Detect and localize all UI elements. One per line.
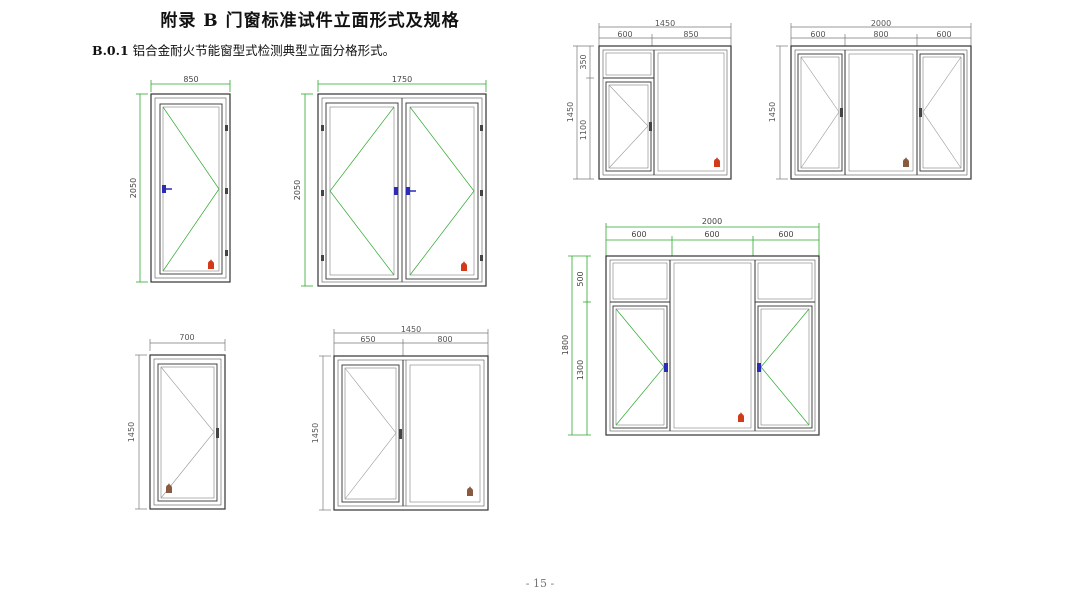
door-single-drawing: 850 2050 xyxy=(129,75,231,283)
window-large-middle-label: 600 xyxy=(704,230,719,239)
door-double-height-label: 2050 xyxy=(293,180,302,200)
section-text: 铝合金耐火节能窗型式检测典型立面分格形式。 xyxy=(132,43,396,58)
window-large-drawing: 2000 600 600 600 500 1300 1800 xyxy=(561,217,820,436)
window-transom-total-label: 1450 xyxy=(655,19,675,28)
window-large-right-label: 600 xyxy=(778,230,793,239)
window-single-drawing: 700 1450 xyxy=(127,333,226,510)
fire-icon xyxy=(738,412,744,422)
window-three-pane-drawing: 2000 600 800 600 1450 xyxy=(768,19,972,180)
window-large-height-label: 1800 xyxy=(561,335,570,355)
fire-icon xyxy=(166,483,172,493)
fire-icon xyxy=(467,486,473,496)
window-two-pane-right-label: 800 xyxy=(437,335,452,344)
window-three-pane-right-label: 600 xyxy=(936,30,951,39)
window-transom-height-label: 1450 xyxy=(566,102,575,122)
window-transom-drawing: 1450 600 850 350 1100 1450 xyxy=(566,19,732,180)
window-two-pane-total-label: 1450 xyxy=(401,325,421,334)
window-transom-bottom-label: 1100 xyxy=(579,120,588,140)
section-number: B.0.1 xyxy=(92,43,129,58)
window-transom-right-label: 850 xyxy=(683,30,698,39)
window-two-pane-height-label: 1450 xyxy=(311,423,320,443)
fire-icon xyxy=(208,259,214,269)
window-single-height-label: 1450 xyxy=(127,422,136,442)
window-large-top-label: 500 xyxy=(576,271,585,286)
window-transom-left-label: 600 xyxy=(617,30,632,39)
door-double-drawing: 1750 2050 xyxy=(293,75,487,287)
fire-icon xyxy=(714,157,720,167)
page-number: - 15 - xyxy=(525,577,555,590)
page-title: 附录 B 门窗标准试件立面形式及规格 xyxy=(160,11,460,31)
window-two-pane-left-label: 650 xyxy=(360,335,375,344)
window-large-total-label: 2000 xyxy=(702,217,722,226)
door-single-width-label: 850 xyxy=(183,75,198,84)
fire-icon xyxy=(903,157,909,167)
window-transom-top-label: 350 xyxy=(579,54,588,69)
window-three-pane-middle-label: 800 xyxy=(873,30,888,39)
window-two-pane-drawing: 1450 650 800 1450 xyxy=(311,325,489,511)
window-three-pane-left-label: 600 xyxy=(810,30,825,39)
window-three-pane-height-label: 1450 xyxy=(768,102,777,122)
window-single-width-label: 700 xyxy=(179,333,194,342)
fire-icon xyxy=(461,261,467,271)
window-large-left-label: 600 xyxy=(631,230,646,239)
window-large-bottom-label: 1300 xyxy=(576,360,585,380)
door-single-height-label: 2050 xyxy=(129,178,138,198)
window-three-pane-total-label: 2000 xyxy=(871,19,891,28)
door-double-width-label: 1750 xyxy=(392,75,412,84)
